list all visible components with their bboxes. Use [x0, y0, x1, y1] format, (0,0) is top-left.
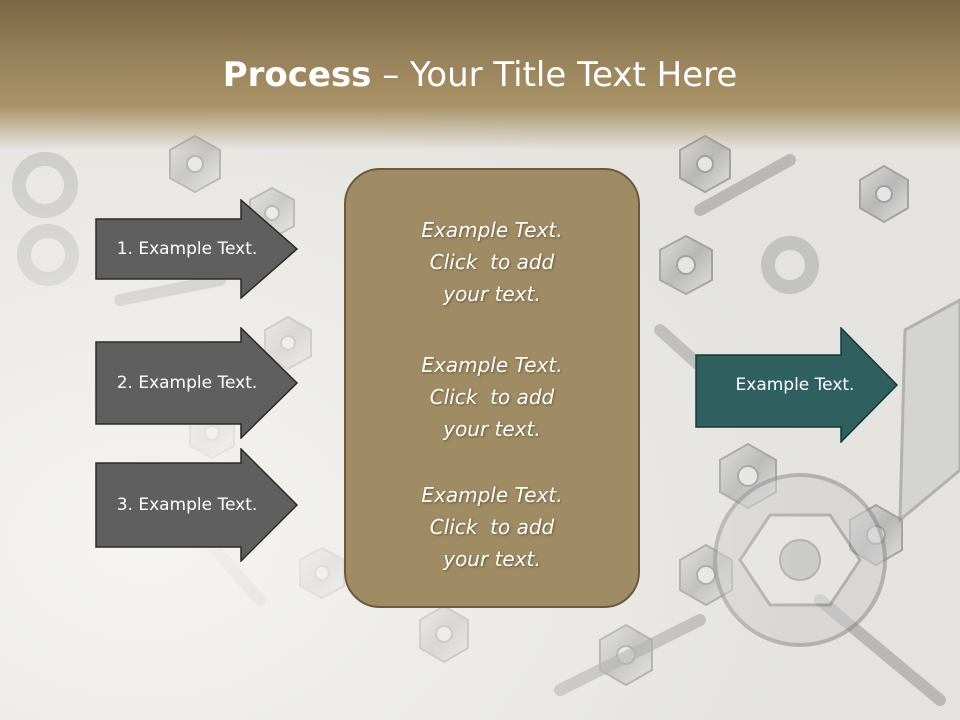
paragraph-line: Example Text. [421, 483, 563, 507]
arrow-shape [95, 327, 299, 439]
title-rest: – Your Title Text Here [371, 55, 738, 95]
paragraph-line: Example Text. [421, 353, 563, 377]
left-arrow-2-label: 2. Example Text. [116, 373, 258, 393]
left-arrow-2[interactable]: 2. Example Text. [95, 327, 299, 439]
right-arrow-label: Example Text. [735, 375, 855, 395]
center-paragraph-2: Example Text. Click to add your text. [346, 349, 638, 445]
right-arrow[interactable]: Example Text. [695, 327, 899, 443]
title-bold-part: Process [222, 55, 372, 95]
left-arrow-3-label: 3. Example Text. [116, 495, 258, 515]
paragraph-line: your text. [443, 282, 541, 306]
title-band [0, 0, 960, 150]
paragraph-line: Click to add [429, 515, 555, 539]
paragraph-line: your text. [443, 547, 541, 571]
center-paragraph-1: Example Text. Click to add your text. [346, 214, 638, 310]
left-arrow-1-label: 1. Example Text. [116, 239, 258, 259]
arrow-shape [695, 327, 899, 443]
paragraph-line: Click to add [429, 250, 555, 274]
arrow-shape [95, 199, 299, 299]
center-paragraph-3: Example Text. Click to add your text. [346, 479, 638, 575]
paragraph-line: your text. [443, 417, 541, 441]
paragraph-line: Example Text. [421, 218, 563, 242]
slide-title[interactable]: Process – Your Title Text Here [0, 52, 960, 98]
left-arrow-1[interactable]: 1. Example Text. [95, 199, 299, 299]
left-arrow-3[interactable]: 3. Example Text. [95, 448, 299, 562]
arrow-shape [95, 448, 299, 562]
center-text-box[interactable]: Example Text. Click to add your text. Ex… [344, 168, 640, 608]
paragraph-line: Click to add [429, 385, 555, 409]
